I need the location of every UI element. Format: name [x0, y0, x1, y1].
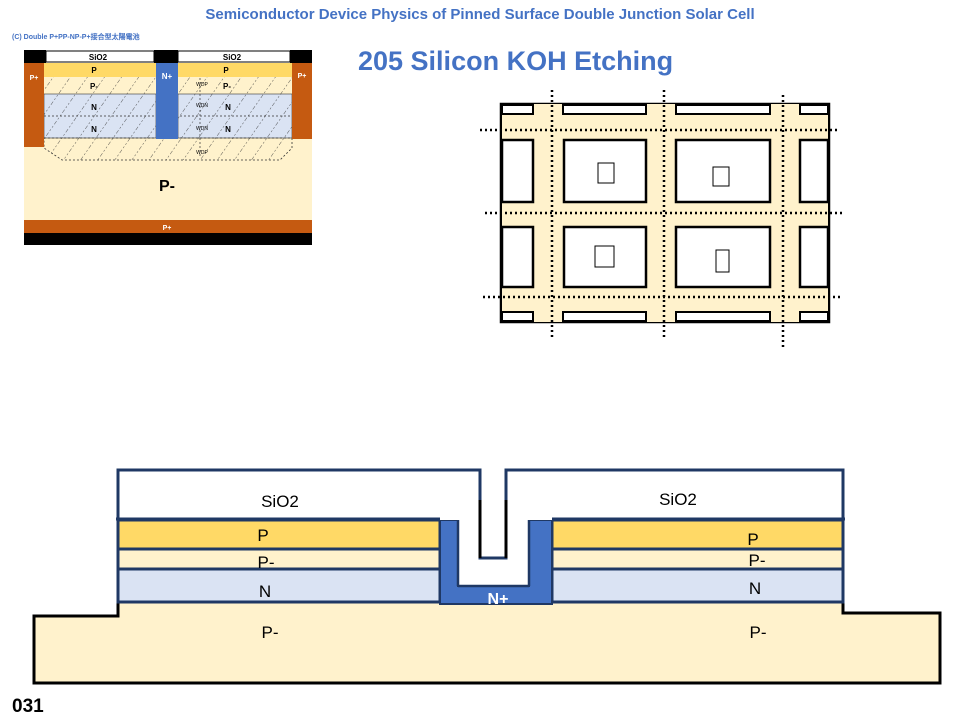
label-n-plus: N+	[488, 591, 509, 608]
contact-window	[597, 162, 615, 184]
ref-p-right	[178, 63, 292, 77]
layer-p-left	[116, 518, 442, 551]
ref-label-p-plus-left: P+	[30, 75, 39, 82]
contact-window	[594, 245, 615, 268]
label-sio2-right: SiO2	[659, 490, 697, 509]
ref-p-left	[44, 63, 156, 77]
reference-caption: (C) Double P+PP-NP-P+接合型太陽電池	[12, 34, 140, 41]
ref-n-plus	[156, 63, 178, 139]
label-n-right: N	[749, 579, 761, 598]
top-view-layout	[480, 90, 842, 350]
ref-label-wdp-bottom: WDP	[196, 150, 208, 156]
ref-back-contact	[24, 233, 312, 245]
ref-label-p-minus-right: P-	[223, 82, 231, 91]
sio2-layer	[116, 468, 845, 560]
label-substrate-right: P-	[750, 623, 767, 642]
contact-window	[712, 166, 730, 187]
label-n-left: N	[259, 582, 271, 601]
layer-n-right	[550, 567, 845, 604]
ref-label-n-plus: N+	[162, 72, 173, 81]
ref-label-wdn-lower: WDN	[196, 126, 208, 132]
contact-window	[715, 249, 730, 273]
ref-label-p-plus-bottom: P+	[163, 225, 172, 232]
ref-p-plus-right	[292, 63, 312, 139]
label-substrate-left: P-	[262, 623, 279, 642]
cell-edge-right-bottom	[798, 225, 830, 289]
ref-sio2-left	[45, 50, 155, 63]
ref-label-n-upper-left: N	[91, 103, 97, 112]
label-p-right: P	[747, 530, 758, 549]
ref-label-sio2-left: SiO2	[89, 53, 108, 62]
dicing-lines	[480, 90, 842, 350]
substrate-p-minus	[32, 600, 942, 685]
ref-p-plus-bottom	[24, 220, 312, 233]
ref-label-wdp-top: WDP	[196, 82, 208, 88]
ref-label-p-left: P	[91, 66, 97, 75]
slide-title: 205 Silicon KOH Etching	[358, 46, 674, 76]
cell-edge-right-top	[798, 138, 830, 204]
label-p-left: P	[257, 526, 268, 545]
ref-sio2-right	[177, 50, 291, 63]
layer-p-minus-right	[550, 547, 845, 571]
ref-label-n-lower-left: N	[91, 125, 97, 134]
ref-label-p-right: P	[223, 66, 229, 75]
ref-label-n-lower-right: N	[225, 125, 231, 134]
cell-edge-left-top	[500, 138, 535, 204]
label-p-minus-right: P-	[749, 551, 766, 570]
label-p-minus-left: P-	[258, 553, 275, 572]
ref-label-n-upper-right: N	[225, 103, 231, 112]
layer-n-left	[116, 567, 442, 604]
label-sio2-left: SiO2	[261, 492, 299, 511]
ref-label-substrate: P-	[159, 178, 175, 195]
cross-section-diagram: SiO2 SiO2 P P P- P- N N N+ P- P-	[32, 468, 942, 685]
ref-label-p-plus-right: P+	[298, 73, 307, 80]
ref-label-wdn-upper: WDN	[196, 103, 208, 109]
layer-p-minus-left	[116, 547, 442, 571]
cell-edge-left-bottom	[500, 225, 535, 289]
page-number: 031	[12, 696, 44, 717]
ref-label-p-minus-left: P-	[90, 82, 98, 91]
header-title: Semiconductor Device Physics of Pinned S…	[205, 6, 755, 23]
ref-label-sio2-right: SiO2	[223, 53, 242, 62]
layer-p-right	[550, 518, 845, 551]
reference-device-diagram: SiO2 SiO2 P P P- P- N N N N N+ P+ P+ P+ …	[24, 50, 312, 245]
ref-p-plus-left	[24, 63, 44, 147]
